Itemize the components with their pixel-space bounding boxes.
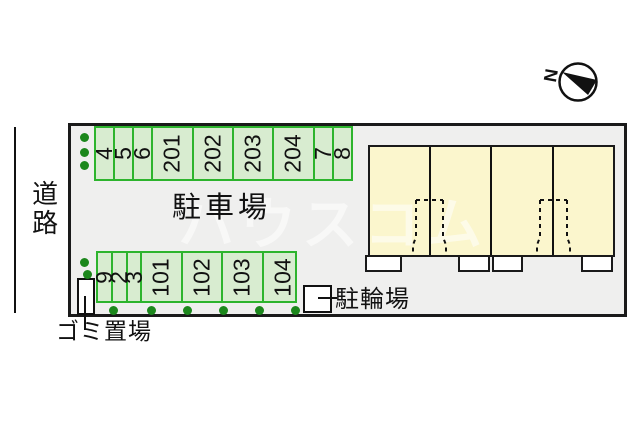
parking-space: 3: [120, 253, 146, 301]
shrub-dot: [255, 306, 264, 315]
shrub-dot: [291, 306, 300, 315]
parking-space: 8: [328, 128, 355, 179]
parking-space-number: 104: [269, 257, 296, 297]
parking-space-number: 6: [129, 147, 156, 160]
parking-area-label: 駐車場: [172, 192, 272, 224]
parking-space: 2: [106, 253, 132, 301]
parking-row-bottom: 9 2 3 101 102 103 104: [91, 251, 297, 303]
building-porch: [458, 255, 490, 272]
building-porch: [365, 255, 402, 272]
parking-space: 102: [180, 253, 221, 301]
bicycle-parking-box: [303, 285, 332, 313]
road-label: 道路: [28, 180, 59, 238]
shrub-dot: [80, 133, 89, 142]
shrub-dot: [80, 258, 89, 267]
parking-space-number: 204: [280, 134, 307, 173]
parking-space-number: 202: [199, 134, 226, 173]
compass-needle: [562, 72, 597, 95]
shrub-dot: [80, 161, 89, 170]
parking-space: 7: [310, 128, 336, 179]
parking-space-number: 8: [328, 147, 355, 160]
parking-space: 101: [140, 253, 180, 301]
parking-space-number: 103: [228, 257, 255, 297]
garbage-area-box: [77, 278, 95, 315]
parking-space: 6: [129, 128, 156, 179]
parking-space-number: 203: [239, 134, 266, 173]
parking-space-number: 3: [120, 270, 147, 284]
building-porch: [492, 255, 523, 272]
parking-row-top: 4 5 6 201 202 203 204 7 8: [91, 126, 355, 181]
shrub-dot: [147, 306, 156, 315]
parking-space: 103: [221, 253, 261, 301]
shrub-dot: [83, 270, 92, 279]
shrub-dot: [109, 306, 118, 315]
bicycle-parking-label: 駐輪場: [335, 286, 410, 313]
building-porch: [581, 255, 613, 272]
parking-space: 201: [151, 128, 191, 179]
parking-space: 204: [272, 128, 312, 179]
parking-space: 5: [110, 128, 136, 179]
parking-space: 203: [232, 128, 272, 179]
parking-space-number: 201: [158, 134, 185, 173]
north-compass-icon: N: [540, 62, 598, 102]
shrub-dot: [219, 306, 228, 315]
parking-space-number: 101: [148, 257, 175, 297]
shrub-dot: [80, 148, 89, 157]
building-outline: [368, 145, 615, 257]
parking-space: 104: [261, 253, 302, 301]
parking-space-number: 102: [188, 257, 215, 297]
parking-space: 202: [191, 128, 232, 179]
shrub-dot: [183, 306, 192, 315]
compass-north-label: N: [540, 67, 562, 83]
garbage-area-label: ゴミ置場: [56, 318, 152, 344]
